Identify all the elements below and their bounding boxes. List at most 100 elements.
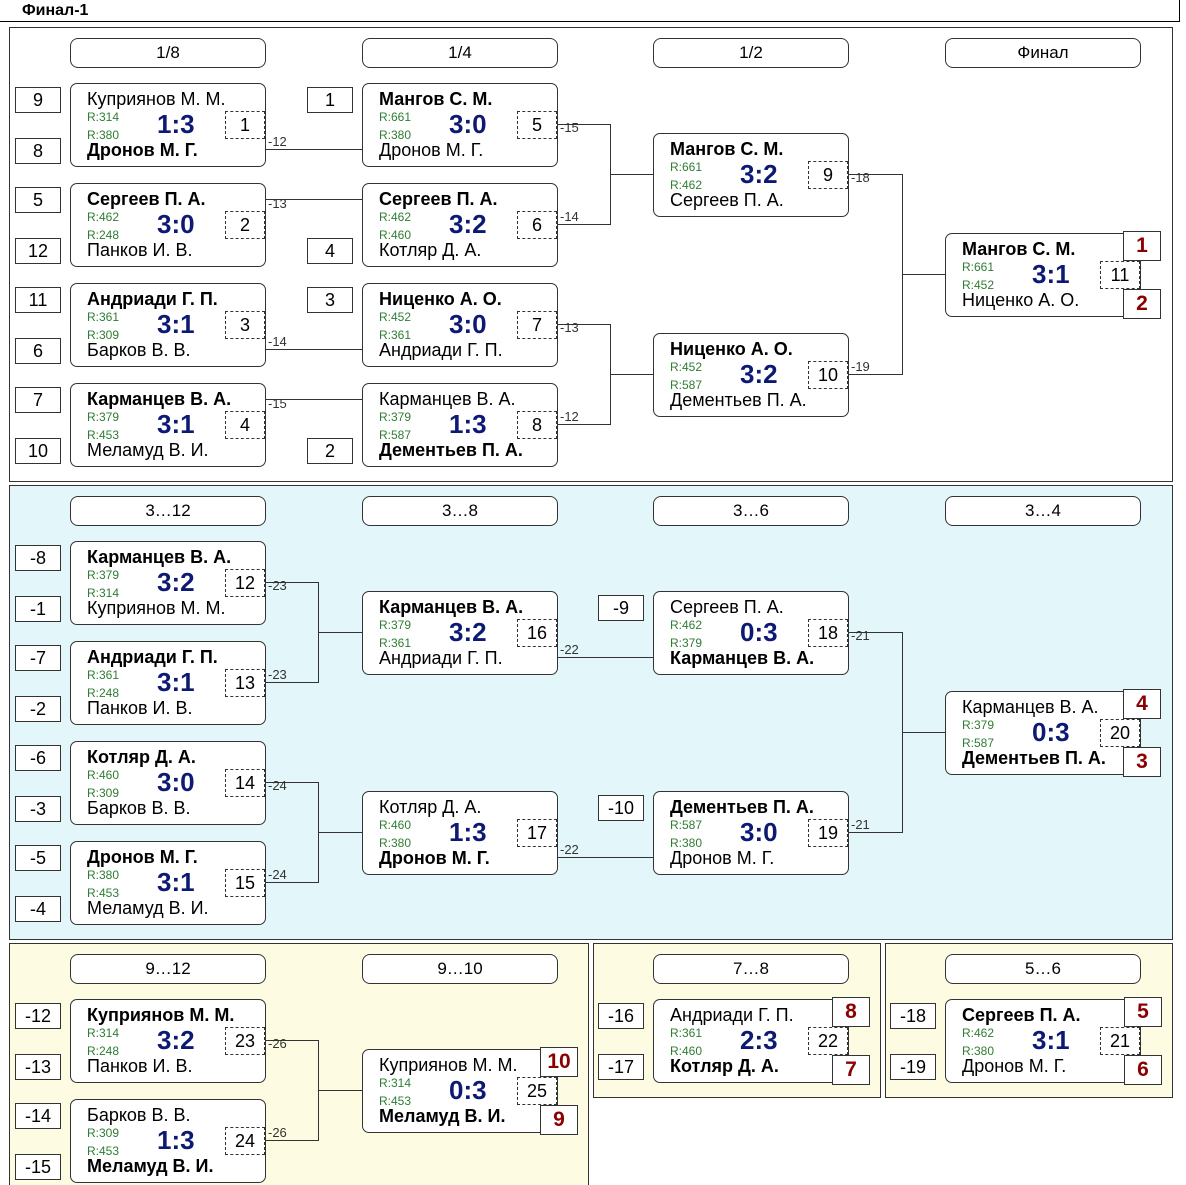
seed-box: -19 [890,1054,936,1080]
match-number: 13 [225,669,265,697]
player-one-rating: R:661 [670,160,703,174]
match-score: 0:3 [1032,717,1070,747]
match-number: 12 [225,569,265,597]
match-score: 3:0 [157,767,195,797]
place-badge: 8 [832,997,870,1027]
player-one-name: Ниценко А. О. [670,339,793,359]
connector-line [558,124,610,125]
match-score: 1:3 [157,109,195,139]
round-label: 3…6 [653,496,849,526]
player-one-name: Котляр Д. А. [87,747,196,767]
seed-box: 1 [307,87,353,113]
loser-label: -26 [268,1125,287,1140]
seed-box: -13 [15,1054,61,1080]
seed-box: -5 [15,845,61,871]
player-two-rating: R:452 [962,278,995,292]
match-score: 3:1 [157,667,195,697]
round-label: 1/4 [362,38,558,68]
player-one-rating: R:587 [670,818,703,832]
loser-label: -15 [560,120,579,135]
match-number: 10 [808,361,848,389]
player-two-rating: R:248 [87,228,120,242]
player-two-name: Панков И. В. [87,1056,193,1076]
loser-label: -24 [268,867,287,882]
seed-box: 2 [307,438,353,464]
match-score: 3:2 [157,1025,195,1055]
loser-label: -13 [560,320,579,335]
match-score: 3:0 [449,109,487,139]
player-one-rating: R:361 [87,310,120,324]
match-number: 18 [808,619,848,647]
player-one-rating: R:661 [962,260,995,274]
player-one-name: Андриади Г. П. [87,647,218,667]
round-label: 9…10 [362,954,558,984]
connector-line [558,224,610,225]
connector-line [318,832,362,833]
player-two-name: Дронов М. Г. [670,848,775,868]
match-number: 1 [225,111,265,139]
seed-box: -7 [15,645,61,671]
connector-line [849,374,902,375]
connector-line [558,657,653,658]
match-score: 1:3 [449,409,487,439]
seed-box: 5 [15,187,61,213]
player-one-name: Дронов М. Г. [87,847,198,867]
player-one-rating: R:460 [87,768,120,782]
player-one-rating: R:452 [670,360,703,374]
player-one-rating: R:379 [379,410,412,424]
loser-label: -23 [268,578,287,593]
connector-line [266,882,318,883]
match-number: 21 [1100,1027,1140,1055]
connector-line [266,349,362,350]
connector-line [266,582,318,583]
player-two-name: Панков И. В. [87,698,193,718]
match-score: 3:1 [1032,1025,1070,1055]
round-label: 1/2 [653,38,849,68]
player-two-rating: R:380 [379,836,412,850]
player-two-rating: R:453 [379,1094,412,1108]
player-two-rating: R:248 [87,686,120,700]
seed-box: -12 [15,1003,61,1029]
loser-label: -21 [851,628,870,643]
seed-box: 10 [15,438,61,464]
connector-line [558,424,610,425]
match-score: 3:0 [157,209,195,239]
player-two-name: Андриади Г. П. [379,648,503,668]
match-number: 25 [517,1077,557,1105]
player-one-rating: R:380 [87,868,120,882]
player-two-name: Котляр Д. А. [379,240,482,260]
match-number: 11 [1100,261,1140,289]
seed-box: 7 [15,387,61,413]
connector-line [266,199,362,200]
place-badge: 7 [832,1055,870,1085]
player-one-name: Куприянов М. М. [87,1005,235,1025]
connector-line [610,174,653,175]
player-one-name: Мангов С. М. [962,239,1076,259]
match-score: 0:3 [449,1075,487,1105]
place-badge: 10 [540,1047,578,1077]
match-number: 4 [225,411,265,439]
player-one-rating: R:314 [87,1026,120,1040]
player-two-rating: R:460 [670,1044,703,1058]
player-two-rating: R:460 [379,228,412,242]
loser-label: -15 [268,396,287,411]
match-number: 19 [808,819,848,847]
seed-box: -10 [598,795,644,821]
player-two-name: Меламуд В. И. [379,1106,506,1126]
match-number: 9 [808,161,848,189]
player-two-name: Меламуд В. И. [87,1156,214,1176]
player-two-name: Дронов М. Г. [87,140,198,160]
player-two-rating: R:453 [87,1144,120,1158]
connector-line [266,399,362,400]
connector-line [902,274,945,275]
match-number: 3 [225,311,265,339]
connector-line [849,632,902,633]
